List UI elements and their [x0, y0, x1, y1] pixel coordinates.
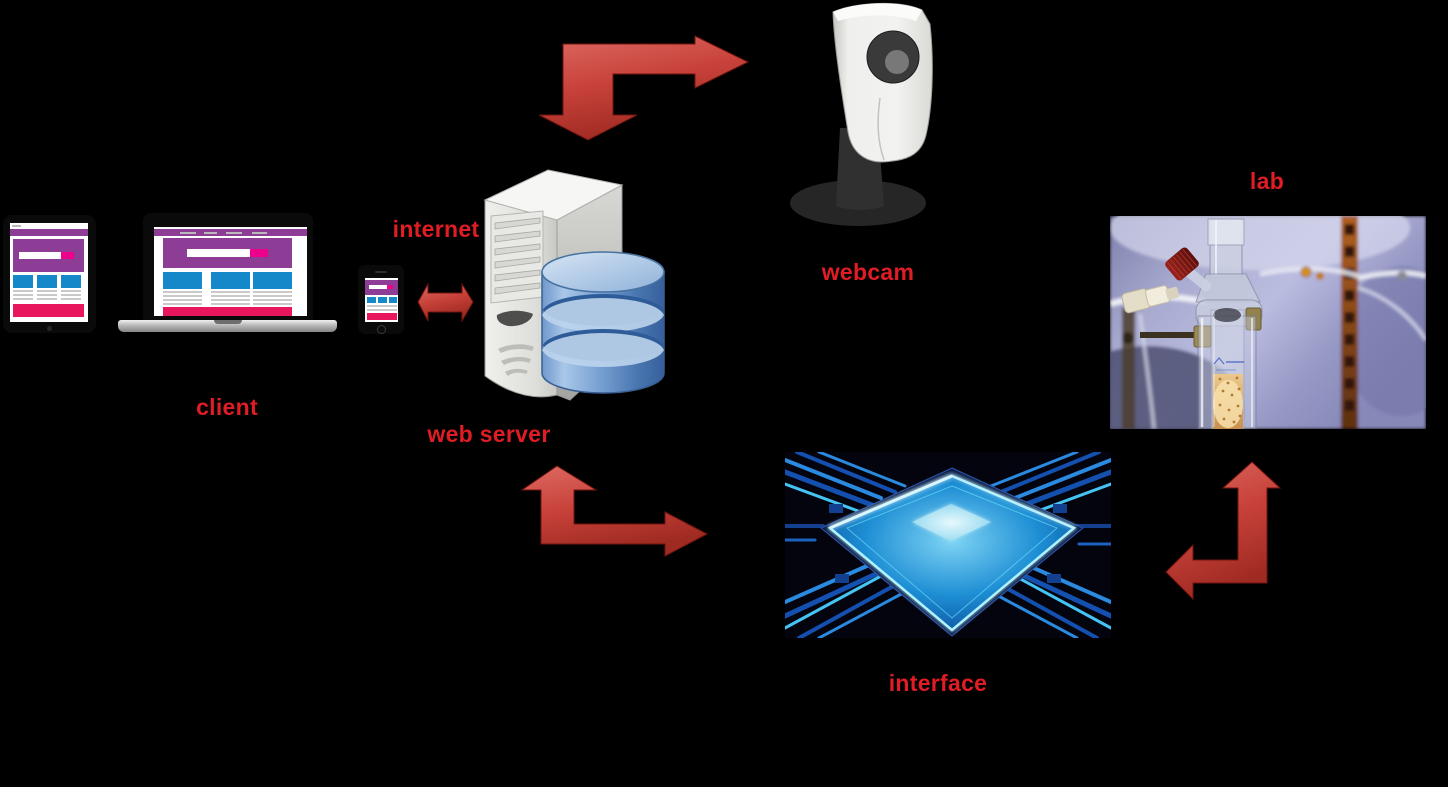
glass-logo-mark — [1213, 356, 1244, 371]
lab-white-fitting — [1121, 285, 1180, 314]
laptop-notch — [214, 320, 242, 324]
drive-bays — [494, 217, 541, 295]
laptop-icon — [143, 213, 313, 320]
elbow-arrow-interface-lab — [1165, 461, 1282, 601]
laptop-screen — [154, 227, 307, 316]
mock-navlink — [204, 232, 217, 234]
circuit-traces — [785, 452, 1111, 638]
laptop-base — [118, 320, 337, 332]
mock-navlink — [252, 232, 267, 234]
vent-swooshes — [498, 344, 534, 376]
cpu-photo — [785, 452, 1111, 638]
mock-textlines — [61, 290, 81, 301]
mock-footer — [163, 307, 292, 316]
lab-stand-post — [1122, 308, 1135, 429]
phone-screen — [365, 278, 398, 322]
clamp-right — [1245, 307, 1262, 331]
webcam-label: webcam — [821, 259, 915, 285]
interface-label: interface — [888, 670, 988, 696]
mock-navlink — [180, 232, 196, 234]
phone-speaker — [375, 271, 387, 273]
cd-drive — [496, 310, 533, 327]
mock-search-button — [387, 285, 393, 289]
granule-dots — [1218, 376, 1242, 424]
mock-card — [253, 272, 292, 289]
mock-textlines — [13, 290, 33, 301]
mock-card — [389, 297, 397, 303]
mock-textlines — [163, 291, 202, 305]
mock-card — [37, 275, 57, 288]
clamp-rod — [1140, 332, 1194, 338]
tablet-home-button — [47, 326, 52, 331]
cpu-die — [912, 504, 991, 541]
mock-textlines — [253, 291, 292, 305]
mock-footer — [367, 313, 397, 320]
mock-card — [378, 297, 387, 303]
lab-blurred-background — [1110, 216, 1426, 429]
lab-red-cap — [1165, 247, 1199, 281]
tablet-icon — [3, 215, 96, 333]
phone-home-button — [377, 325, 386, 334]
elbow-arrow-server-interface — [520, 465, 709, 557]
mock-search-button — [250, 249, 268, 257]
mock-topline — [12, 225, 21, 227]
database-icon — [541, 251, 665, 394]
client-label: client — [196, 394, 258, 420]
elbow-arrow-server-webcam — [538, 35, 750, 141]
mock-searchbar — [187, 249, 250, 257]
webcam-icon — [790, 3, 933, 226]
mock-card — [211, 272, 250, 289]
mock-card — [13, 275, 33, 288]
lab-photo — [1110, 216, 1426, 429]
mock-search-button — [61, 252, 74, 259]
mock-textlines — [37, 290, 57, 301]
mock-textlines — [211, 291, 250, 305]
mock-card — [61, 275, 81, 288]
internet-label: internet — [392, 216, 480, 242]
mock-searchbar — [19, 252, 61, 259]
mock-navbar — [10, 229, 88, 236]
mock-card — [163, 272, 202, 289]
webcam-lens-center — [885, 50, 909, 74]
mock-card — [367, 297, 376, 303]
cpu-chip — [820, 467, 1084, 637]
mock-searchbar — [369, 285, 387, 289]
mock-navlink — [226, 232, 242, 234]
mock-textlines — [367, 305, 397, 312]
lab-label: lab — [1249, 168, 1285, 194]
smartphone-icon — [358, 265, 404, 334]
web-server-label: web server — [427, 421, 551, 447]
mock-footer — [13, 304, 84, 317]
tablet-screen — [10, 223, 88, 322]
lab-vessel — [1121, 218, 1263, 429]
double-arrow-icon — [417, 282, 474, 323]
